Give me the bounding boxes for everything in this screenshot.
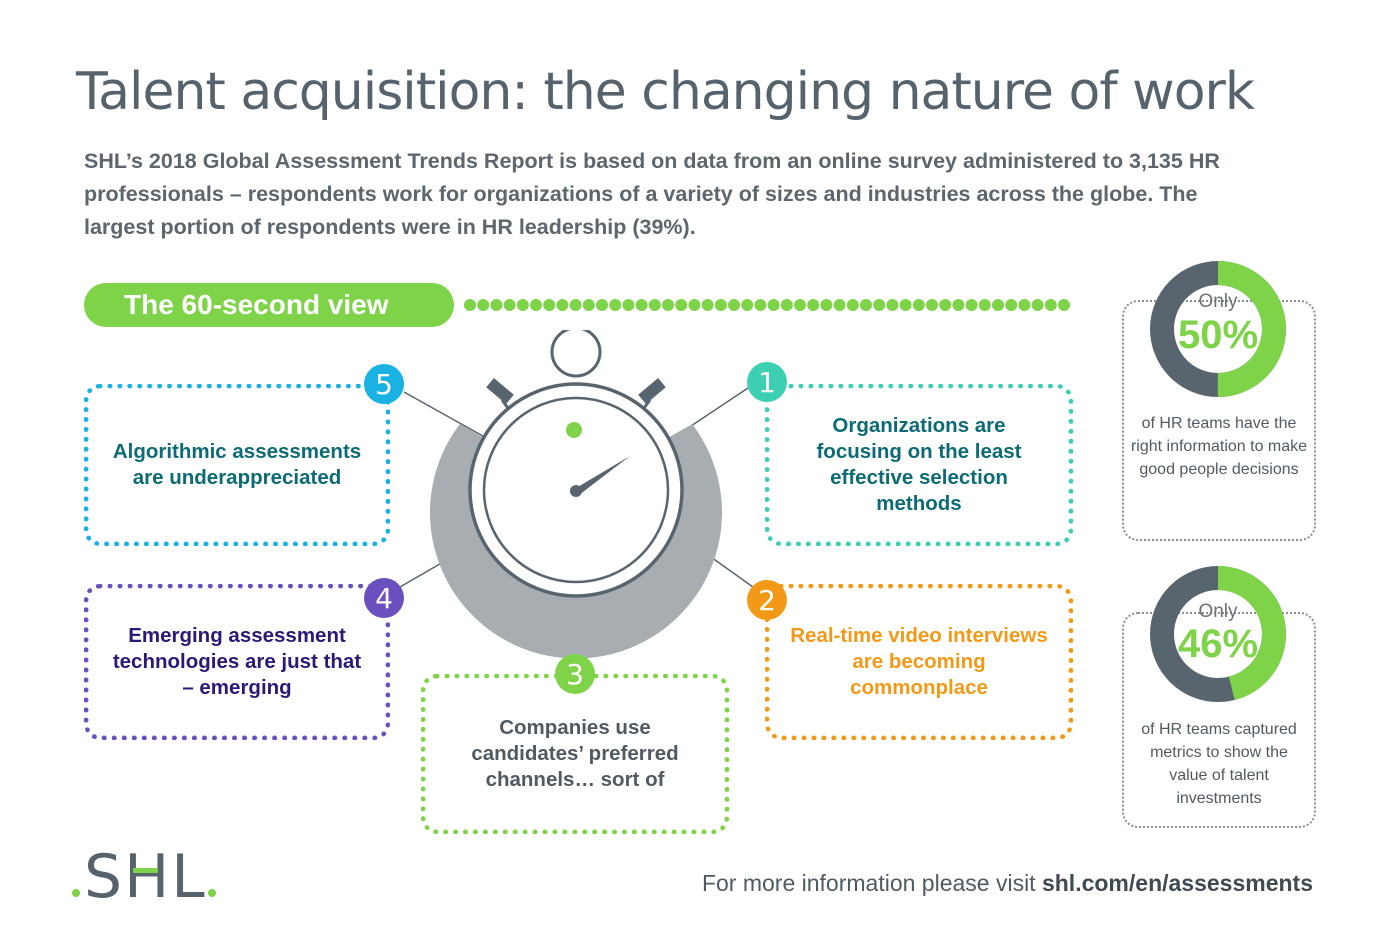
stat-1-percent: 50% [1177,313,1259,357]
badge-3: 3 [555,654,595,694]
shl-logo: SHL [70,838,220,912]
dotted-divider [464,299,1076,311]
stat-box-1 [1122,300,1316,541]
badge-1: 1 [747,362,787,402]
card-item-3-text: Companies use candidates’ preferred chan… [471,716,679,791]
intro-paragraph: SHL’s 2018 Global Assessment Trends Repo… [84,149,1220,239]
card-item-4-text: Emerging assessment technologies are jus… [112,624,362,699]
section-pill: The 60-second view [84,283,454,327]
stat-2-only: Only [1198,601,1238,622]
donut-chart-2 [1150,566,1286,702]
stat-2-text: of HR teams captured metrics to show the… [1141,721,1297,807]
page-title: Talent acquisition: the changing nature … [76,62,1255,122]
badge-5: 5 [364,364,404,404]
card-item-5: Algorithmic assessments are underappreci… [84,384,390,546]
footer-prefix: For more information please visit [701,870,1042,896]
card-item-3: Companies use candidates’ preferred chan… [421,674,729,834]
donut-arc-1 [1150,261,1286,397]
donut-chart-1 [1150,261,1286,397]
donut-arc-2 [1150,566,1286,702]
card-item-1: Organizations are focusing on the least … [765,384,1073,546]
card-item-4: Emerging assessment technologies are jus… [84,584,390,740]
badge-4: 4 [364,578,404,618]
stat-2-percent: 46% [1177,622,1259,666]
badge-2: 2 [747,580,787,620]
card-item-1-text: Organizations are focusing on the least … [816,414,1022,515]
stopwatch-graphic [399,330,761,660]
card-item-2: Real-time video interviews are becoming … [765,584,1073,740]
card-item-2-text: Real-time video interviews are becoming … [790,624,1048,699]
card-item-5-text: Algorithmic assessments are underappreci… [112,440,362,489]
footer-text: For more information please visit shl.co… [702,870,1313,897]
stat-box-2 [1122,612,1316,828]
footer-link[interactable]: shl.com/en/assessments [1041,870,1313,896]
stat-1-only: Only [1198,291,1238,312]
stat-1-text: of HR teams have the right information t… [1130,415,1308,478]
